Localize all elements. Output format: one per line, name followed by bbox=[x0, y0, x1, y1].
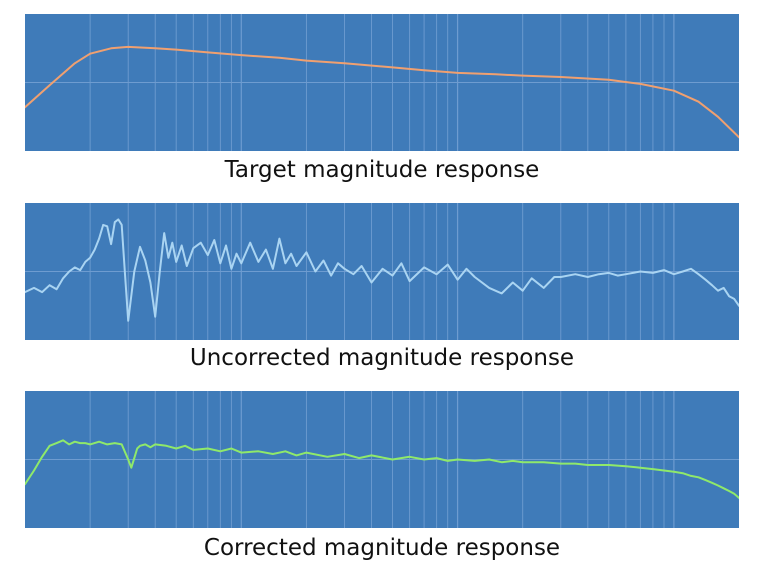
uncorrected-chart-svg bbox=[25, 203, 739, 340]
target-chart-caption: Target magnitude response bbox=[224, 157, 540, 183]
corrected-response-line bbox=[25, 439, 739, 499]
uncorrected-chart-panel bbox=[25, 203, 739, 340]
corrected-chart-caption: Corrected magnitude response bbox=[203, 535, 561, 561]
target-response-line bbox=[25, 45, 739, 139]
corrected-chart-panel bbox=[25, 391, 739, 528]
target-chart-svg bbox=[25, 14, 739, 151]
corrected-chart-svg bbox=[25, 391, 739, 528]
target-chart-panel bbox=[25, 14, 739, 151]
uncorrected-chart-caption: Uncorrected magnitude response bbox=[189, 345, 575, 371]
uncorrected-response-line bbox=[25, 218, 739, 322]
